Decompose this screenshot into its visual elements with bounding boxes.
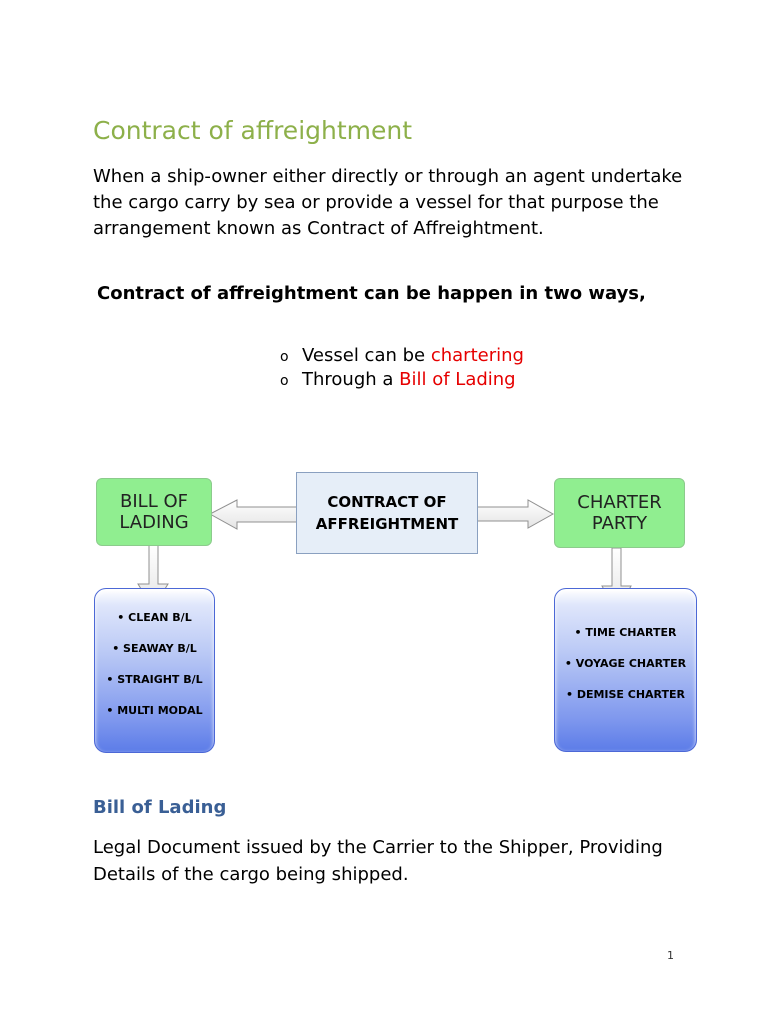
contract-of-affreightment-box: CONTRACT OF AFFREIGHTMENT	[296, 472, 478, 554]
list-item: • DEMISE CHARTER	[565, 688, 686, 701]
page-title: Contract of affreightment	[93, 116, 413, 145]
charter-party-label: CHARTER PARTY	[577, 492, 662, 534]
bill-of-lading-label: BILL OF LADING	[119, 491, 189, 533]
contract-of-affreightment-label: CONTRACT OF AFFREIGHTMENT	[315, 493, 459, 533]
ways-list: Vessel can be chartering Through a Bill …	[280, 344, 524, 393]
arrow-right-icon	[476, 499, 555, 529]
bill-of-lading-box: BILL OF LADING	[96, 478, 212, 546]
bill-of-lading-types-list: • CLEAN B/L • SEAWAY B/L • STRAIGHT B/L …	[95, 589, 214, 726]
list-item: • SEAWAY B/L	[112, 642, 197, 655]
ways-heading: Contract of affreightment can be happen …	[97, 283, 646, 304]
charter-party-box: CHARTER PARTY	[554, 478, 685, 548]
section-paragraph: Legal Document issued by the Carrier to …	[93, 837, 663, 885]
section-heading: Bill of Lading	[93, 797, 227, 818]
bill-of-lading-highlight: Bill of Lading	[399, 369, 516, 390]
charter-types-list: • TIME CHARTER • VOYAGE CHARTER • DEMISE…	[555, 589, 696, 710]
page-number: 1	[667, 949, 674, 962]
list-item: • STRAIGHT B/L	[106, 673, 203, 686]
list-item: • TIME CHARTER	[574, 626, 677, 639]
chartering-highlight: chartering	[430, 345, 524, 366]
arrow-left-icon	[208, 499, 299, 530]
list-item: Vessel can be chartering	[280, 344, 524, 369]
charter-types-box: • TIME CHARTER • VOYAGE CHARTER • DEMISE…	[554, 588, 697, 752]
list-item: • CLEAN B/L	[117, 611, 192, 624]
list-item: Through a Bill of Lading	[280, 368, 524, 393]
intro-paragraph: When a ship-owner either directly or thr…	[93, 166, 683, 239]
affreightment-diagram: BILL OF LADING CONTRACT OF AFFREIGHTMENT…	[90, 465, 702, 760]
list-item-text: Vessel can be	[302, 345, 431, 366]
list-item: • MULTI MODAL	[106, 704, 203, 717]
list-item-text: Through a	[302, 369, 400, 390]
list-item: • VOYAGE CHARTER	[564, 657, 687, 670]
bill-of-lading-types-box: • CLEAN B/L • SEAWAY B/L • STRAIGHT B/L …	[94, 588, 215, 753]
